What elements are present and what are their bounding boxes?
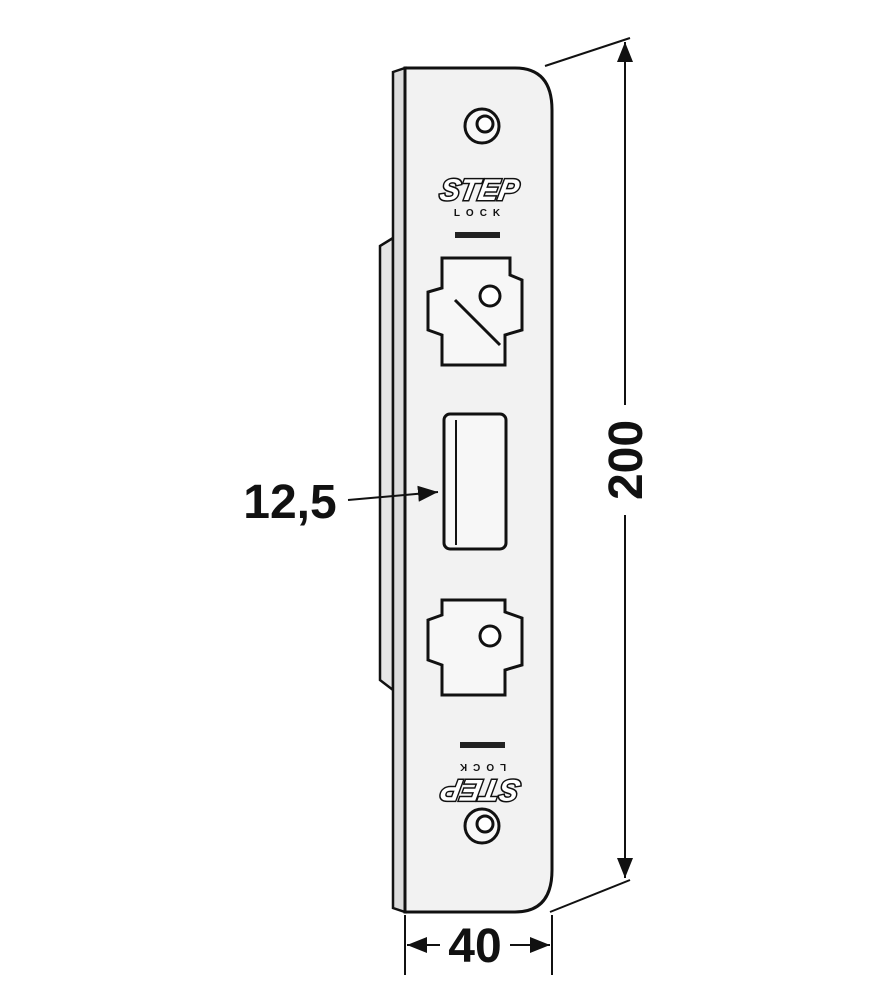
step-lock-logo-top: STEP LOCK: [436, 173, 524, 238]
opening-dimension-label: 12,5: [243, 476, 336, 529]
width-dimension-label: 40: [448, 920, 501, 973]
strike-opening: [442, 412, 508, 551]
latch-cutout-bottom: [426, 598, 524, 697]
svg-text:LOCK: LOCK: [454, 761, 506, 772]
plate-flange: [378, 235, 395, 693]
screw-hole-bottom: [463, 807, 501, 845]
height-dimension-label: 200: [600, 420, 653, 500]
svg-text:LOCK: LOCK: [454, 208, 506, 219]
opening-dimension: [347, 485, 439, 502]
screw-hole-top: [463, 107, 501, 145]
latch-cutout-top: [426, 256, 524, 367]
svg-text:STEP: STEP: [437, 174, 522, 207]
svg-text:STEP: STEP: [438, 773, 523, 806]
plate-side-edge: [391, 66, 407, 914]
step-lock-logo-bottom: STEP LOCK: [436, 742, 524, 807]
